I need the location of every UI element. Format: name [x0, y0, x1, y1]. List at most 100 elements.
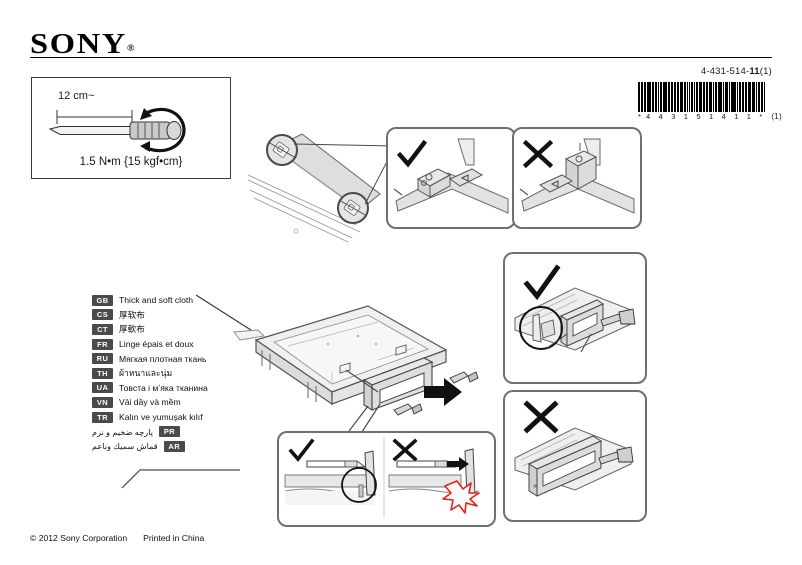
orientation-label-plate: [448, 168, 484, 187]
cross-section-diagram: [284, 437, 480, 517]
barcode-bar: [695, 82, 697, 112]
barcode-bar: [757, 82, 759, 112]
barcode-bar: [738, 82, 740, 112]
barcode-bar: [678, 82, 680, 112]
stand-bar-illustration: [247, 133, 394, 243]
barcode-bar: [640, 82, 642, 112]
barcode-bar: [744, 82, 746, 112]
barcode-bar: [761, 82, 763, 112]
stand-bracket: [362, 357, 434, 411]
barcode-bar: [714, 82, 716, 112]
stand-correct-diagram: [393, 138, 509, 214]
registered-mark: ®: [126, 43, 135, 53]
cross-section-correct-scene: [284, 450, 377, 505]
screw-hole-marker: [293, 228, 299, 234]
printed-in-text: Printed in China: [143, 533, 205, 543]
language-text-ct: 厚軟布: [119, 324, 145, 335]
part-number-revision: 11: [749, 66, 760, 77]
dimension-line: [56, 110, 133, 124]
barcode-bar: [748, 82, 751, 112]
barcode-bar: [670, 82, 672, 112]
barcode-bar: [653, 82, 655, 112]
barcode-bar: [651, 82, 653, 112]
screwdriver-length-label: 12 cm~: [58, 90, 95, 102]
barcode-bar: [674, 82, 676, 112]
barcode-bar: [746, 82, 748, 112]
screwdriver-illustration: [48, 121, 182, 140]
language-badge-tr: TR: [92, 411, 113, 423]
barcode-bar: [705, 82, 708, 112]
barcode-guard-right: *: [759, 112, 763, 121]
bracket-incorrect-diagram: [514, 400, 634, 497]
barcode-bar: [742, 82, 744, 112]
panel-bracket-incorrect: [503, 390, 647, 522]
barcode-guard-left: *: [638, 112, 642, 121]
language-text-ua: Товста і мʼяка тканина: [119, 382, 208, 393]
barcode-bar: [657, 82, 659, 112]
barcode-bar: [717, 82, 721, 112]
barcode-bar: [751, 82, 753, 112]
barcode-bar: [704, 82, 706, 112]
barcode-bar: [683, 82, 685, 112]
barcode-bar: [723, 82, 725, 112]
leader-lines-to-detail: [345, 369, 381, 436]
language-badge-gb: GB: [92, 294, 113, 306]
barcode-bar: [655, 82, 657, 112]
leader-curve-bottom: [121, 469, 240, 489]
language-badge-vn: VN: [92, 396, 113, 408]
language-text-vn: Vải dầy và mềm: [119, 397, 181, 408]
sony-wordmark: SONY: [30, 28, 127, 60]
check-icon: [523, 264, 561, 301]
panel-stand-incorrect: [512, 127, 642, 229]
barcode-bar: [659, 82, 661, 112]
magnifier-callout: [341, 467, 377, 503]
barcode-bar: [666, 82, 668, 112]
language-text-fr: Linge épais et doux: [119, 339, 194, 350]
check-icon: [288, 438, 315, 462]
language-text-ru: Мягкая плотная ткань: [119, 353, 207, 364]
barcode-bar: [763, 82, 765, 112]
cross-icon: [392, 438, 418, 462]
language-text-ar: قماش سميك وناعم: [92, 442, 158, 452]
language-text-cs: 厚软布: [119, 309, 145, 320]
barcode-digit: 1: [709, 112, 714, 121]
language-badge-pr: PR: [158, 426, 180, 438]
barcode-digit: 1: [734, 112, 739, 121]
bracket-correct-diagram: [514, 264, 636, 353]
barcode-bar: [702, 82, 704, 112]
barcode-bar: [721, 82, 723, 112]
barcode-bar: [724, 82, 727, 112]
barcode-bar: [644, 82, 646, 112]
barcode-bars: [638, 82, 766, 112]
barcode-suffix-label: (1): [771, 112, 782, 121]
impact-arrow-icon: [447, 457, 469, 471]
part-number-prefix: 4-431-514-: [700, 66, 750, 77]
barcode-bar: [691, 82, 694, 112]
barcode-digit: 3: [671, 112, 676, 121]
copyright-text: © 2012 Sony Corporation: [30, 533, 128, 543]
barcode-bar: [662, 82, 666, 112]
screwdriver-tool: [598, 446, 634, 465]
torque-spec-box: 12 cm~: [31, 77, 231, 179]
screw-lower: [393, 403, 423, 416]
barcode-bar: [727, 82, 729, 112]
tv-facedown-illustration: [233, 305, 479, 436]
tv-inner-recess: [273, 314, 429, 385]
barcode-bar: [676, 82, 678, 112]
part-number-suffix: (1): [759, 66, 772, 77]
bracket-unseated: [527, 435, 603, 497]
barcode-bar: [693, 82, 695, 112]
language-row-vn: VN Vải dầy và mềm: [92, 395, 242, 410]
barcode-bar: [729, 82, 731, 112]
stand-incorrect-diagram: [519, 138, 635, 214]
screwdriver-tool: [600, 308, 636, 327]
language-badge-cs: CS: [92, 309, 113, 321]
barcode-bar: [736, 82, 738, 112]
